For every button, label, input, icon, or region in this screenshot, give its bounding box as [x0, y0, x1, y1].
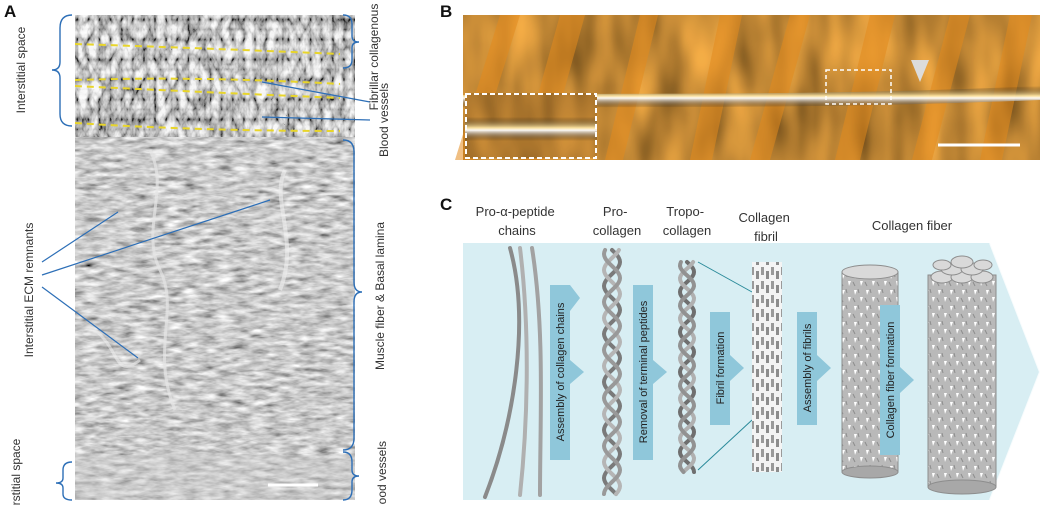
- afm-image: [455, 15, 1040, 160]
- right-brackets: [342, 14, 363, 501]
- label-blood-vessels-bottom: Blood vessels: [375, 441, 389, 505]
- vessel-outlines: [74, 43, 341, 132]
- afm-inset-frame: [465, 93, 597, 159]
- bracket-fibrillar: [342, 14, 360, 69]
- left-brackets: [51, 14, 73, 501]
- helix-strand: [677, 260, 697, 474]
- procollagen-illustration: [601, 248, 623, 496]
- helix-strand: [677, 260, 697, 474]
- stage-title-tropocollagen: Tropo- collagen: [663, 204, 711, 238]
- stage-title-fiber: Collagen fiber: [872, 218, 953, 233]
- bracket-interstitial-bottom: [55, 461, 73, 501]
- svg-text:Fibril formation: Fibril formation: [715, 332, 727, 405]
- svg-text:Collagen fiber formation: Collagen fiber formation: [885, 322, 897, 439]
- pro-alpha-chains-illustration: [483, 246, 543, 499]
- label-muscle-fiber-basal-lamina: Muscle fiber & Basal lamina: [373, 222, 387, 370]
- afm-arrowhead: [911, 60, 929, 82]
- panel-label-a: A: [4, 2, 16, 21]
- svg-text:Assembly of collagen chains: Assembly of collagen chains: [555, 302, 567, 441]
- fibril-connector-lines: [697, 261, 753, 471]
- step-arrow-assembly-chains: Assembly of collagen chains: [550, 285, 584, 460]
- helix-strand: [601, 248, 623, 496]
- step-arrow-assembly-fibrils: Assembly of fibrils: [797, 312, 831, 425]
- panel-label-c: C: [440, 195, 452, 214]
- svg-text:Removal of terminal peptides: Removal of terminal peptides: [638, 300, 650, 443]
- stage-title-fibril: Collagen fibril: [739, 210, 794, 244]
- stage-titles: Pro-α-peptide chains Pro- collagen Tropo…: [476, 204, 953, 244]
- panel-label-b: B: [440, 2, 452, 21]
- bracket-muscle: [342, 139, 363, 451]
- label-interstitial-space-top: Interstitial space: [14, 26, 28, 113]
- svg-text:Assembly of fibrils: Assembly of fibrils: [802, 323, 814, 412]
- label-fibrillar-collagenous-ecm: Fibrillar collagenous ECM: [367, 0, 381, 110]
- blood-vessel-pointers: [261, 81, 371, 121]
- label-interstitial-space-bottom: Interstitial space: [9, 438, 23, 505]
- stage-title-pro-alpha: Pro-α-peptide chains: [476, 204, 559, 238]
- bracket-vessels-bottom: [342, 451, 360, 501]
- helix-strand: [601, 248, 623, 496]
- helix-strand: [677, 260, 697, 474]
- collagen-fiber-bundle-illustration: [927, 255, 997, 495]
- step-arrow-removal-peptides: Removal of terminal peptides: [633, 285, 667, 460]
- tropocollagen-illustration: [677, 260, 697, 474]
- label-blood-vessels-top: Blood vessels: [377, 83, 391, 157]
- stage-title-procollagen: Pro- collagen: [593, 204, 641, 238]
- step-arrow-fiber-formation: Collagen fiber formation: [880, 305, 914, 455]
- bracket-interstitial-top: [51, 14, 73, 127]
- label-interstitial-ecm-remnants: Interstitial ECM remnants: [22, 223, 36, 358]
- collagen-fibril-illustration: [752, 262, 782, 472]
- ecm-pointer-lines: [41, 199, 271, 359]
- step-arrow-fibril-formation: Fibril formation: [710, 312, 744, 425]
